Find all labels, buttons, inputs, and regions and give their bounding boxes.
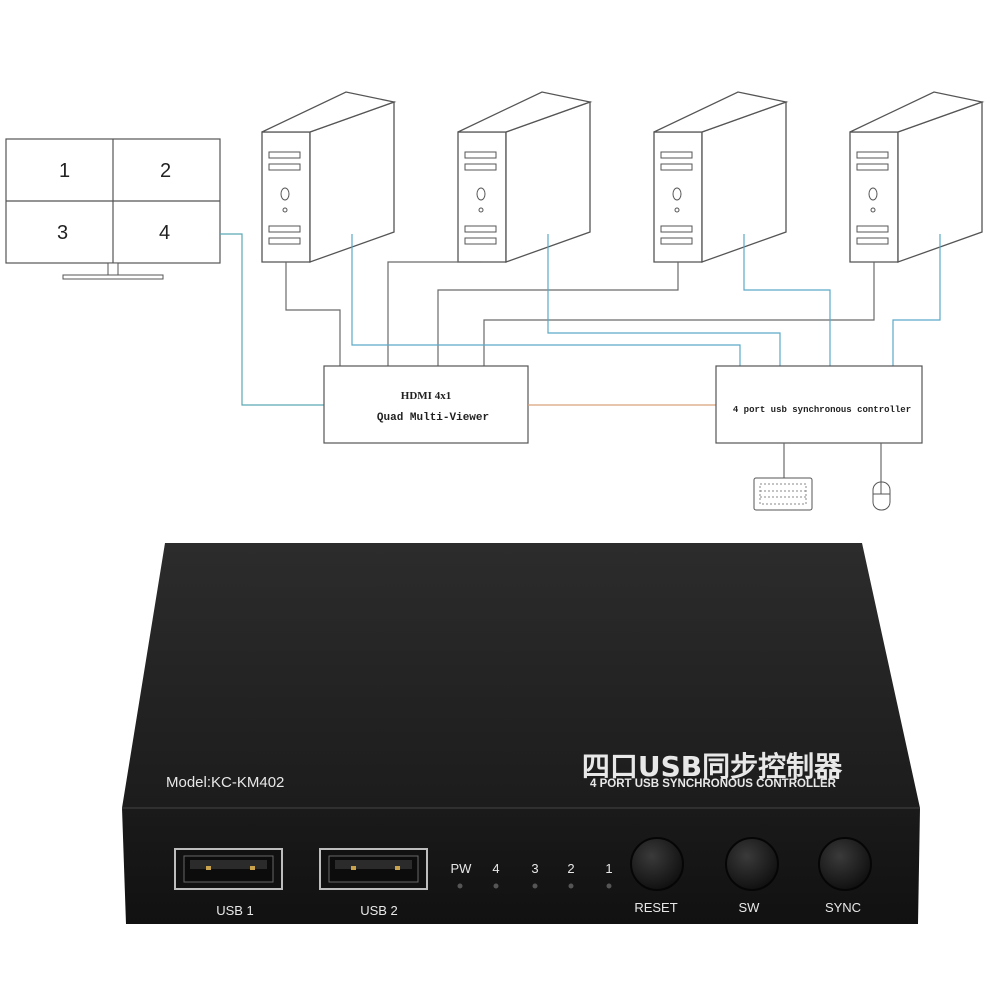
mouse-icon: [872, 481, 891, 511]
led-label-4: 4: [492, 861, 499, 876]
multiviewer-title: HDMI 4x1: [401, 390, 451, 402]
sw-button[interactable]: [725, 837, 779, 891]
usb-port-2-label: USB 2: [360, 903, 398, 918]
led-label-2: 2: [567, 861, 574, 876]
computer-3-icon: [653, 91, 787, 263]
led-1-indicator: [606, 883, 612, 889]
quadrant-4-label: 4: [159, 222, 170, 244]
usb-port-1[interactable]: [174, 848, 283, 890]
monitor-cable: [220, 233, 324, 406]
multiviewer-subtitle: Quad Multi-Viewer: [377, 412, 489, 424]
quadrant-2-label: 2: [160, 160, 171, 182]
controller-box: 4 port usb synchronous controller: [715, 365, 923, 444]
led-label-1: 1: [605, 861, 612, 876]
led-pw-indicator: [457, 883, 463, 889]
device-model-label: Model:KC-KM402: [166, 774, 284, 791]
device-front: [122, 808, 920, 924]
usb-cables: [351, 234, 941, 366]
reset-button-label: RESET: [634, 900, 677, 915]
led-label-pw: PW: [451, 861, 473, 876]
quadrant-1-label: 1: [59, 160, 70, 182]
sync-button-label: SYNC: [825, 900, 861, 915]
led-3-indicator: [532, 883, 538, 889]
hdmi-cables: [285, 261, 875, 366]
usb-port-2[interactable]: [319, 848, 428, 890]
computer-1-icon: [261, 91, 395, 263]
computer-2-icon: [457, 91, 591, 263]
device-title-en: 4 PORT USB SYNCHRONOUS CONTROLLER: [590, 778, 837, 790]
controller-label: 4 port usb synchronous controller: [733, 405, 911, 415]
usb-port-1-label: USB 1: [216, 903, 254, 918]
connection-diagram: 1 2 3 4: [5, 91, 983, 511]
computer-4-icon: [849, 91, 983, 263]
sync-button[interactable]: [818, 837, 872, 891]
led-2-indicator: [568, 883, 574, 889]
keyboard-icon: [753, 477, 813, 511]
led-label-3: 3: [531, 861, 538, 876]
controller-device: Model:KC-KM402 四口USB同步控制器 4 PORT USB SYN…: [122, 543, 920, 924]
quadrant-3-label: 3: [57, 222, 68, 244]
sw-button-label: SW: [739, 900, 761, 915]
multiviewer-box: HDMI 4x1 Quad Multi-Viewer: [323, 365, 529, 444]
reset-button[interactable]: [630, 837, 684, 891]
quad-monitor: 1 2 3 4: [5, 138, 221, 280]
led-4-indicator: [493, 883, 499, 889]
device-title-cn: 四口USB同步控制器: [582, 750, 843, 783]
device-top: [122, 543, 920, 808]
